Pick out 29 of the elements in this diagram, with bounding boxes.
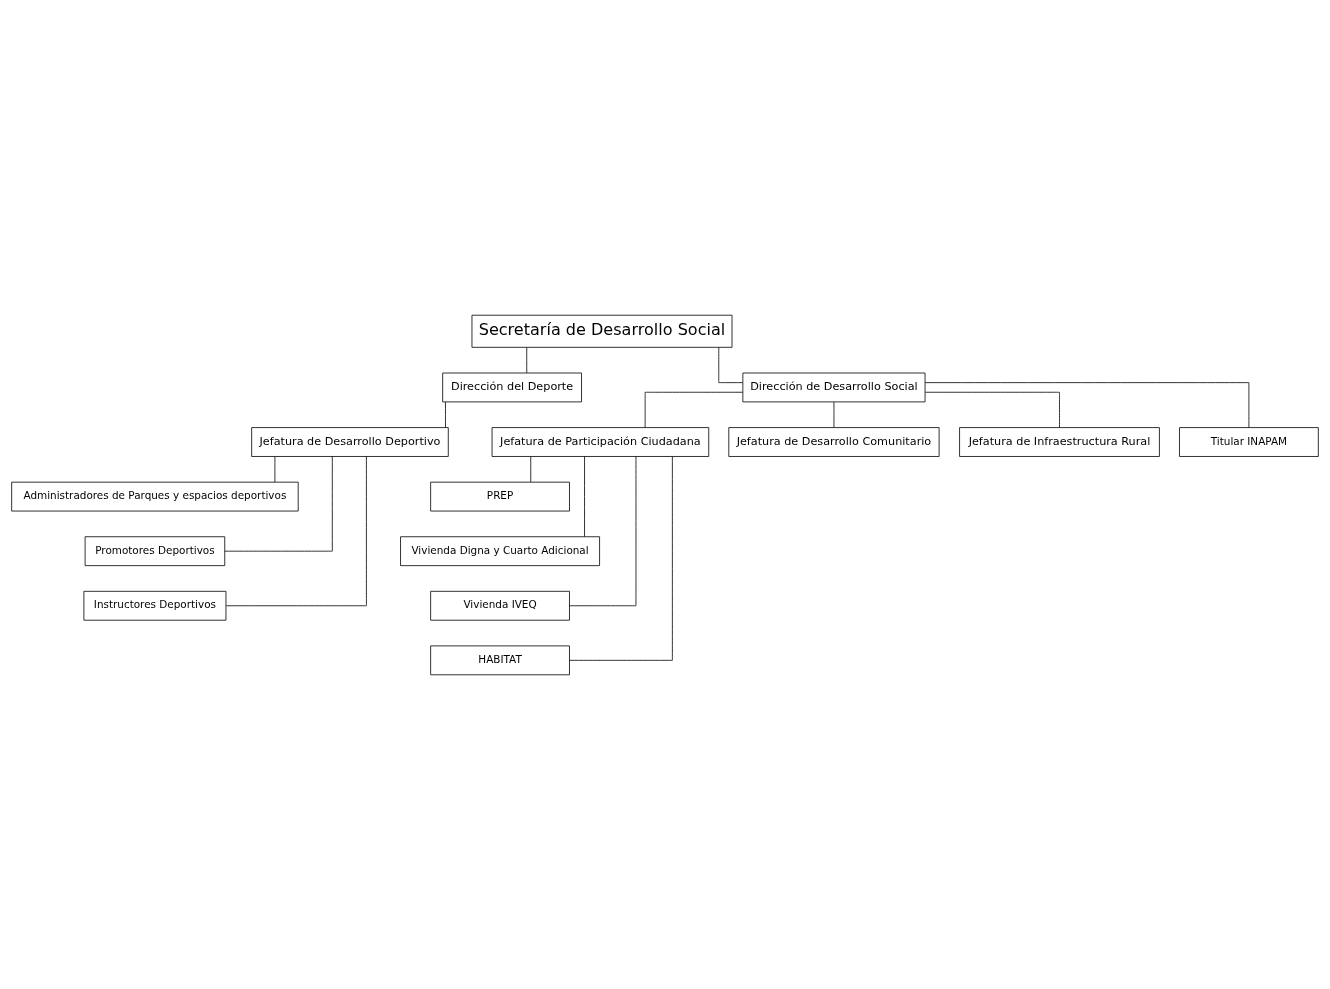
node-box: Jefatura de Infraestructura Rural bbox=[959, 426, 1160, 457]
node-box: Dirección de Desarrollo Social bbox=[742, 372, 926, 402]
connector bbox=[445, 401, 446, 428]
node-box: Vivienda IVEQ bbox=[430, 590, 570, 621]
connector bbox=[924, 381, 1250, 428]
connector bbox=[224, 455, 333, 552]
connector bbox=[225, 455, 367, 606]
connector bbox=[833, 401, 835, 428]
connector bbox=[569, 455, 637, 606]
connector bbox=[644, 391, 743, 428]
connector bbox=[274, 455, 276, 482]
node-box: Jefatura de Desarrollo Deportivo bbox=[251, 426, 449, 457]
connector bbox=[526, 346, 528, 373]
node-box: Instructores Deportivos bbox=[83, 590, 227, 621]
node-box: Promotores Deportivos bbox=[84, 535, 226, 566]
node-box: Jefatura de Desarrollo Comunitario bbox=[728, 426, 940, 457]
node-box: Secretaría de Desarrollo Social bbox=[471, 314, 733, 348]
connector bbox=[718, 346, 744, 383]
node-box: PREP bbox=[430, 481, 570, 511]
node-box: HABITAT bbox=[430, 645, 570, 675]
node-box: Administradores de Parques y espacios deportivos bbox=[11, 481, 299, 511]
node-box: Dirección del Deporte bbox=[442, 372, 582, 402]
connector bbox=[530, 455, 532, 482]
connector bbox=[924, 391, 1060, 428]
node-box: Jefatura de Participación Ciudadana bbox=[491, 426, 710, 457]
connector bbox=[584, 455, 585, 537]
node-box: Titular INAPAM bbox=[1179, 426, 1319, 457]
node-box: Vivienda Digna y Cuarto Adicional bbox=[400, 535, 600, 566]
connector bbox=[569, 455, 673, 661]
